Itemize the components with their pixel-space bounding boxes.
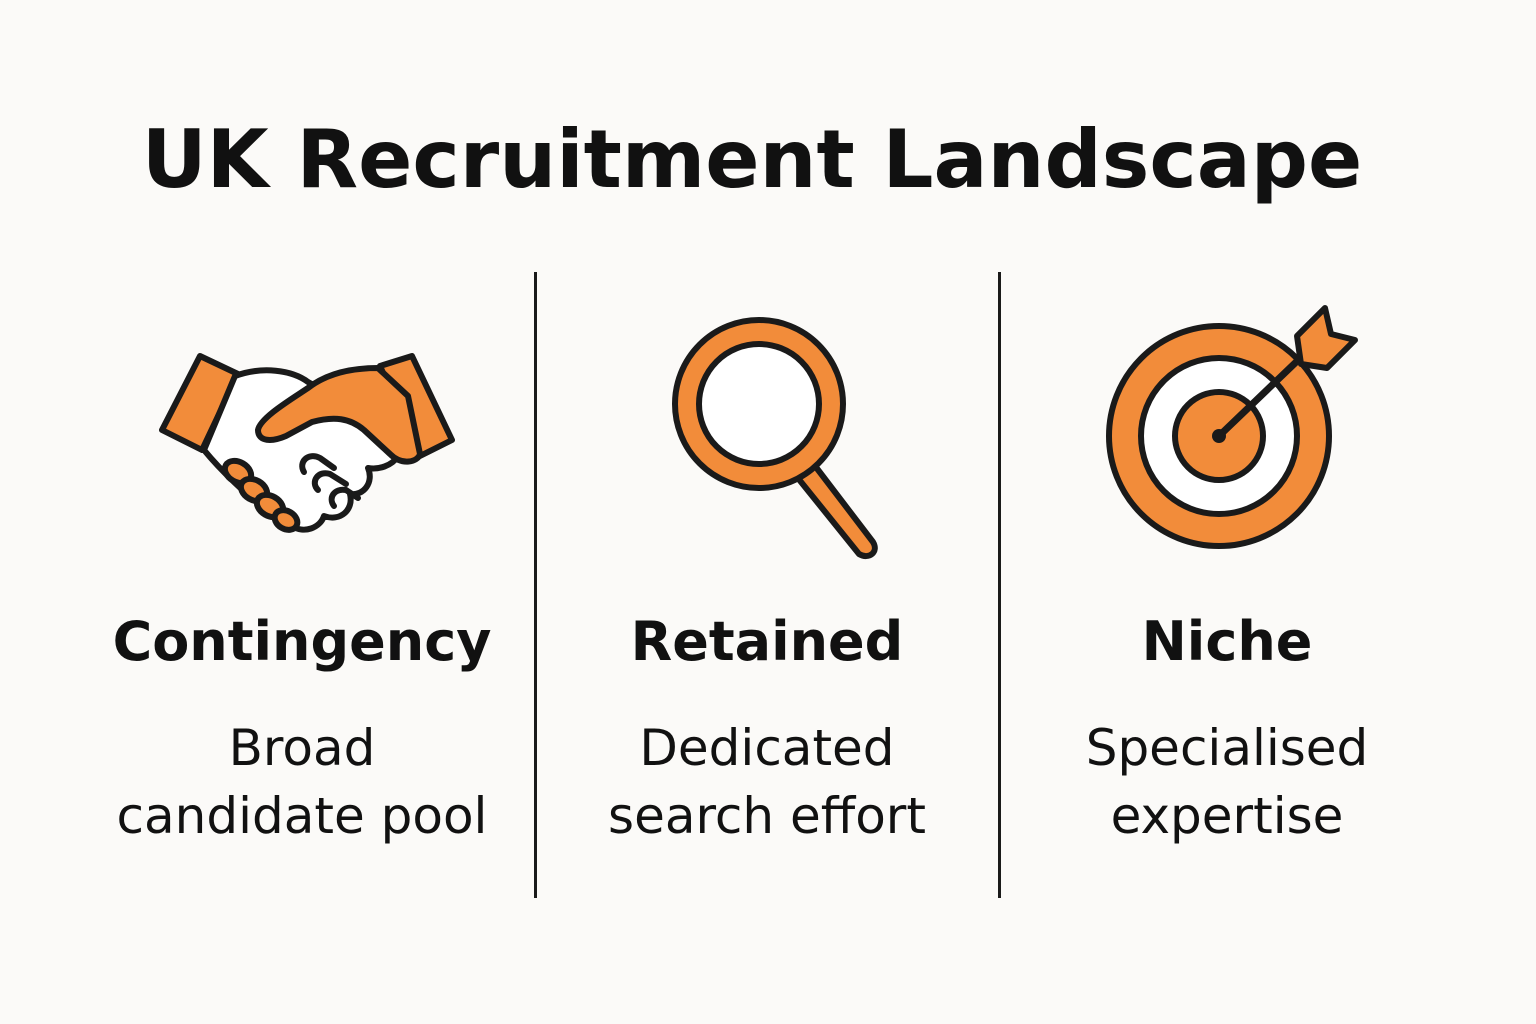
description-line-2: expertise [1110,787,1344,845]
column-divider-left [534,272,537,898]
description-niche: Specialised expertise [997,714,1457,850]
heading-niche: Niche [1141,610,1313,673]
heading-contingency: Contingency [112,610,492,673]
magnifying-glass-icon [537,290,997,570]
description-line-2: search effort [608,787,926,845]
description-line-1: Specialised [1085,719,1369,777]
column-contingency: Contingency Broad candidate pool [72,290,532,890]
target-icon [997,290,1457,570]
column-retained: Retained Dedicated search effort [537,290,997,890]
description-contingency: Broad candidate pool [72,714,532,850]
handshake-icon [72,290,532,570]
description-line-1: Broad [228,719,376,777]
description-line-2: candidate pool [116,787,488,845]
column-divider-right [998,272,1001,898]
column-niche: Niche Specialised expertise [997,290,1457,890]
page-title: UK Recruitment Landscape [141,113,1363,206]
description-retained: Dedicated search effort [537,714,997,850]
description-line-1: Dedicated [639,719,895,777]
heading-retained: Retained [630,610,904,673]
